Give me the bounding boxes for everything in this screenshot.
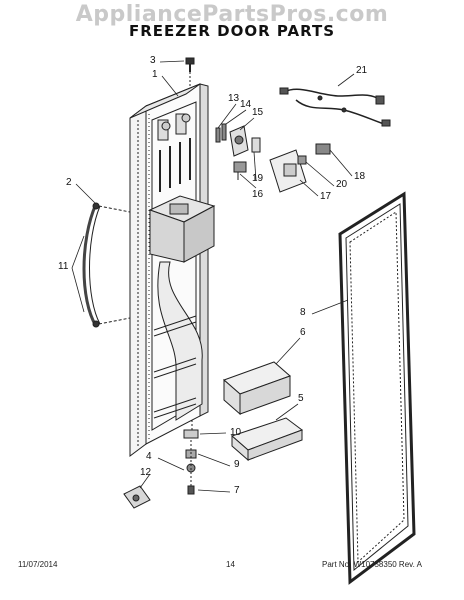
- callout-12: 12: [140, 467, 152, 478]
- callout-18: 18: [354, 171, 366, 182]
- callout-13: 13: [228, 93, 240, 104]
- callout-7: 7: [234, 485, 240, 496]
- callout-19: 19: [252, 173, 264, 184]
- callout-4: 4: [146, 451, 152, 462]
- footer-date: 11/07/2014: [18, 560, 58, 569]
- wire-harness-part: [279, 87, 391, 127]
- callout-8: 8: [300, 307, 306, 318]
- footer-page-number: 14: [226, 560, 235, 569]
- callout-2: 2: [66, 177, 72, 188]
- callout-3: 3: [150, 55, 156, 66]
- callout-15: 15: [252, 107, 264, 118]
- top-screw-part: [185, 57, 195, 86]
- handle-part: [82, 202, 131, 328]
- page-title: FREEZER DOOR PARTS: [128, 22, 336, 40]
- footer-part-number: Part No. W10758350 Rev. A: [322, 560, 422, 569]
- hinge-hardware-part: [123, 420, 199, 509]
- callout-20: 20: [336, 179, 348, 190]
- callout-11: 11: [58, 261, 69, 272]
- callout-16: 16: [252, 189, 264, 200]
- callout-21: 21: [356, 65, 368, 76]
- callout-1: 1: [152, 69, 158, 80]
- callout-14: 14: [240, 99, 252, 110]
- leader-lines: [71, 60, 355, 493]
- callout-9: 9: [234, 459, 240, 470]
- watermark: AppliancePartsPros.com: [75, 2, 389, 27]
- dispenser-bracket-part: [269, 143, 331, 193]
- door-bin-large-part: [223, 361, 291, 416]
- callout-5: 5: [298, 393, 304, 404]
- callout-6: 6: [300, 327, 306, 338]
- door-bin-small-part: [231, 417, 304, 462]
- door-liner-part: [129, 83, 216, 457]
- callout-17: 17: [320, 191, 332, 202]
- door-gasket-part: [338, 191, 416, 585]
- control-components-part: [215, 123, 261, 180]
- callout-10: 10: [230, 427, 242, 438]
